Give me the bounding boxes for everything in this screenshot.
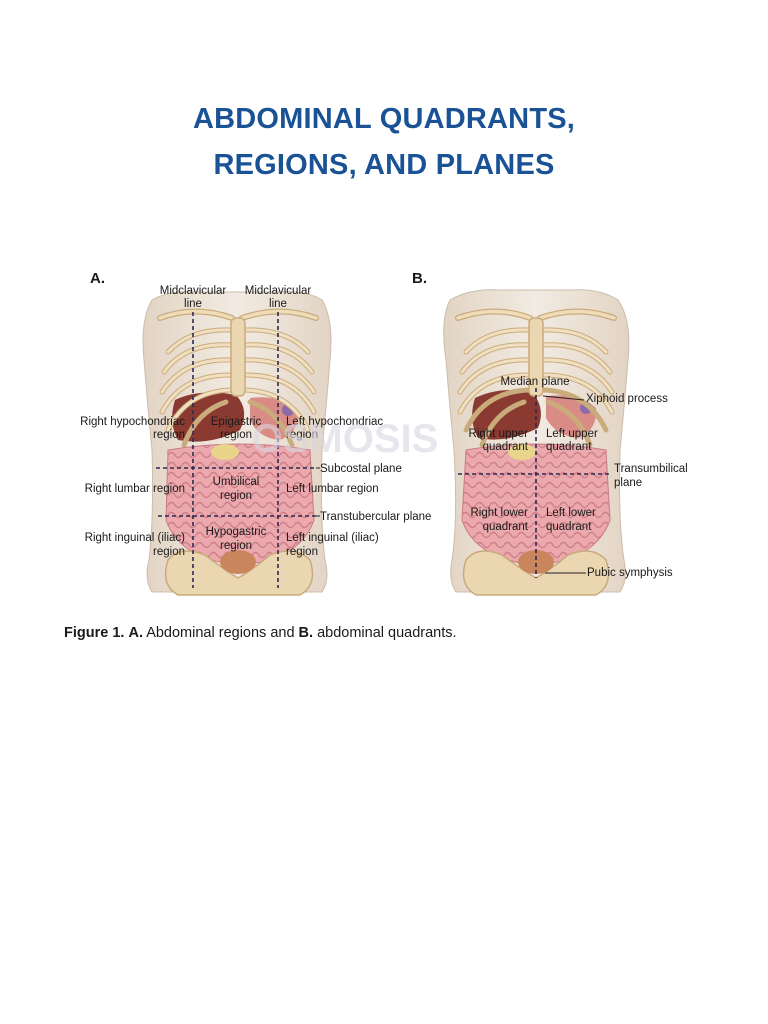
label-median-plane: Median plane [500, 376, 569, 388]
caption-b-text: abdominal quadrants. [313, 625, 457, 641]
label-midclavicular-left-2: line [184, 298, 202, 310]
label-right-inguinal-2: region [153, 546, 185, 558]
caption-b-label: B. [298, 625, 314, 641]
watermark: OSMOSIS [252, 417, 439, 461]
caption-figure-label: Figure 1. [64, 625, 125, 641]
label-right-hypochondriac-2: region [153, 429, 185, 441]
label-left-hypochondriac-1: Left hypochondriac [286, 416, 383, 428]
label-right-lower-quadrant-2: quadrant [483, 521, 529, 533]
label-umbilical-1: Umbilical [213, 476, 260, 488]
page-title: ABDOMINAL QUADRANTS, REGIONS, AND PLANES [0, 96, 768, 188]
figure-a-letter: A. [90, 270, 105, 287]
figure-b-labels: B. Median plane Xiphoid process Right up… [412, 270, 688, 579]
label-left-inguinal-2: region [286, 546, 318, 558]
label-right-inguinal-1: Right inguinal (iliac) [85, 532, 186, 544]
label-left-lower-quadrant-2: quadrant [546, 521, 592, 533]
figure-b-planes [458, 388, 610, 578]
title-line-2: REGIONS, AND PLANES [213, 149, 555, 181]
label-transumbilical-1: Transumbilical [614, 463, 688, 475]
label-hypogastric-2: region [220, 540, 252, 552]
figure-a-torso [142, 291, 332, 596]
label-epigastric-1: Epigastric [211, 416, 262, 428]
title-line-1: ABDOMINAL QUADRANTS, [192, 103, 576, 135]
label-right-upper-quadrant-1: Right upper [469, 428, 529, 440]
label-left-upper-quadrant-1: Left upper [546, 428, 598, 440]
label-pubic-symphysis: Pubic symphysis [587, 567, 673, 579]
label-xiphoid-process: Xiphoid process [586, 393, 668, 405]
caption-a-text: Abdominal regions and [142, 625, 299, 641]
label-right-hypochondriac-1: Right hypochondriac [80, 416, 185, 428]
label-right-upper-quadrant-2: quadrant [483, 441, 529, 453]
label-transtubercular-plane: Transtubercular plane [320, 511, 431, 523]
label-subcostal-plane: Subcostal plane [320, 463, 402, 475]
figure-caption: Figure 1. A. Abdominal regions and B. ab… [64, 625, 457, 641]
label-right-lumbar: Right lumbar region [85, 483, 185, 495]
label-right-lower-quadrant-1: Right lower [470, 507, 528, 519]
label-midclavicular-right-1: Midclavicular [245, 285, 312, 297]
label-epigastric-2: region [220, 429, 252, 441]
label-midclavicular-left-1: Midclavicular [160, 285, 227, 297]
figure-a-labels: A. Midclavicular line Midclavicular line… [80, 270, 431, 558]
label-left-inguinal-1: Left inguinal (iliac) [286, 532, 379, 544]
figure-a-planes [156, 312, 316, 588]
caption-a-label: A. [128, 625, 143, 641]
label-left-hypochondriac-2: region [286, 429, 318, 441]
label-umbilical-2: region [220, 490, 252, 502]
label-midclavicular-right-2: line [269, 298, 287, 310]
label-hypogastric-1: Hypogastric [206, 526, 267, 538]
label-left-upper-quadrant-2: quadrant [546, 441, 592, 453]
label-left-lumbar: Left lumbar region [286, 483, 379, 495]
figure-b-letter: B. [412, 270, 427, 287]
label-transumbilical-2: plane [614, 477, 642, 489]
label-left-lower-quadrant-1: Left lower [546, 507, 596, 519]
